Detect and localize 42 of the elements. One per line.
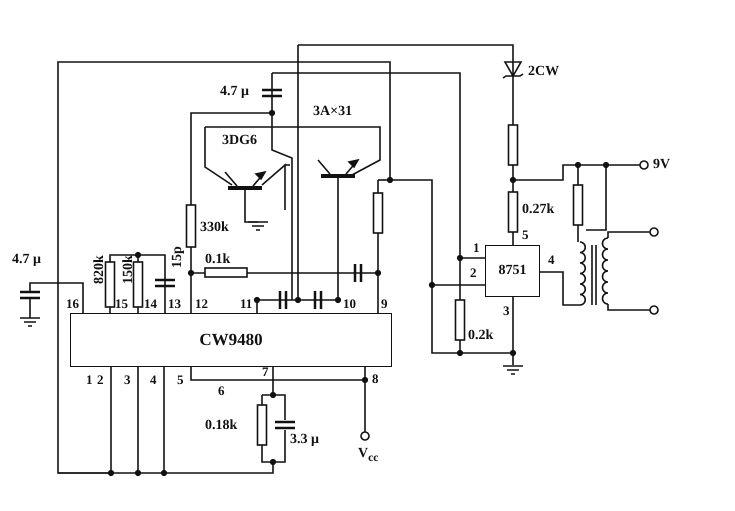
pin-number: 1: [86, 373, 92, 386]
pin-number: 4: [150, 373, 156, 386]
component-value: 0.27k: [522, 202, 554, 217]
pin-number: 7: [262, 365, 268, 378]
pin-number: 13: [168, 297, 181, 310]
component-value: 3A×31: [313, 104, 352, 119]
component-value: 0.1k: [205, 252, 230, 267]
component-value: V$_{cc}$: [358, 446, 378, 465]
ic-chip: [70, 313, 392, 367]
pin-number: 14: [144, 297, 157, 310]
pin-number: 6: [218, 384, 224, 397]
component-value: 3.3 μ: [290, 432, 319, 447]
component-value: 0.18k: [205, 418, 238, 433]
component-value: 150k: [121, 255, 136, 284]
pin-number: 8: [372, 372, 378, 385]
component-value: 15p: [170, 246, 185, 268]
component-value: 3DG6: [222, 133, 257, 148]
chip-name: 8751: [498, 263, 526, 279]
pin-number: 4: [548, 253, 554, 266]
pin-number: 11: [240, 297, 252, 310]
pin-number: 15: [115, 297, 128, 310]
pin-number: 5: [177, 373, 184, 386]
pin-number: 9: [381, 297, 388, 310]
pin-number: 10: [343, 297, 356, 310]
component-value: 4.7 μ: [220, 84, 249, 99]
pin-number: 12: [195, 297, 208, 310]
pin-number: 5: [522, 228, 528, 241]
chip-name: CW9480: [199, 330, 263, 350]
pin-number: 1: [473, 241, 480, 254]
ic-chip: [485, 245, 540, 297]
component-value: 9V: [653, 157, 670, 172]
component-value: 4.7 μ: [12, 252, 41, 267]
pin-number: 2: [470, 266, 476, 279]
component-value: 820k: [92, 255, 107, 284]
pin-number: 2: [97, 373, 104, 386]
pin-number: 3: [124, 373, 130, 386]
component-value: 330k: [200, 220, 229, 235]
component-value: 0.2k: [468, 328, 494, 343]
pin-number: 3: [503, 304, 510, 317]
pin-number: 16: [66, 297, 79, 310]
component-value: 2CW: [528, 64, 560, 79]
wire: [57, 61, 485, 474]
